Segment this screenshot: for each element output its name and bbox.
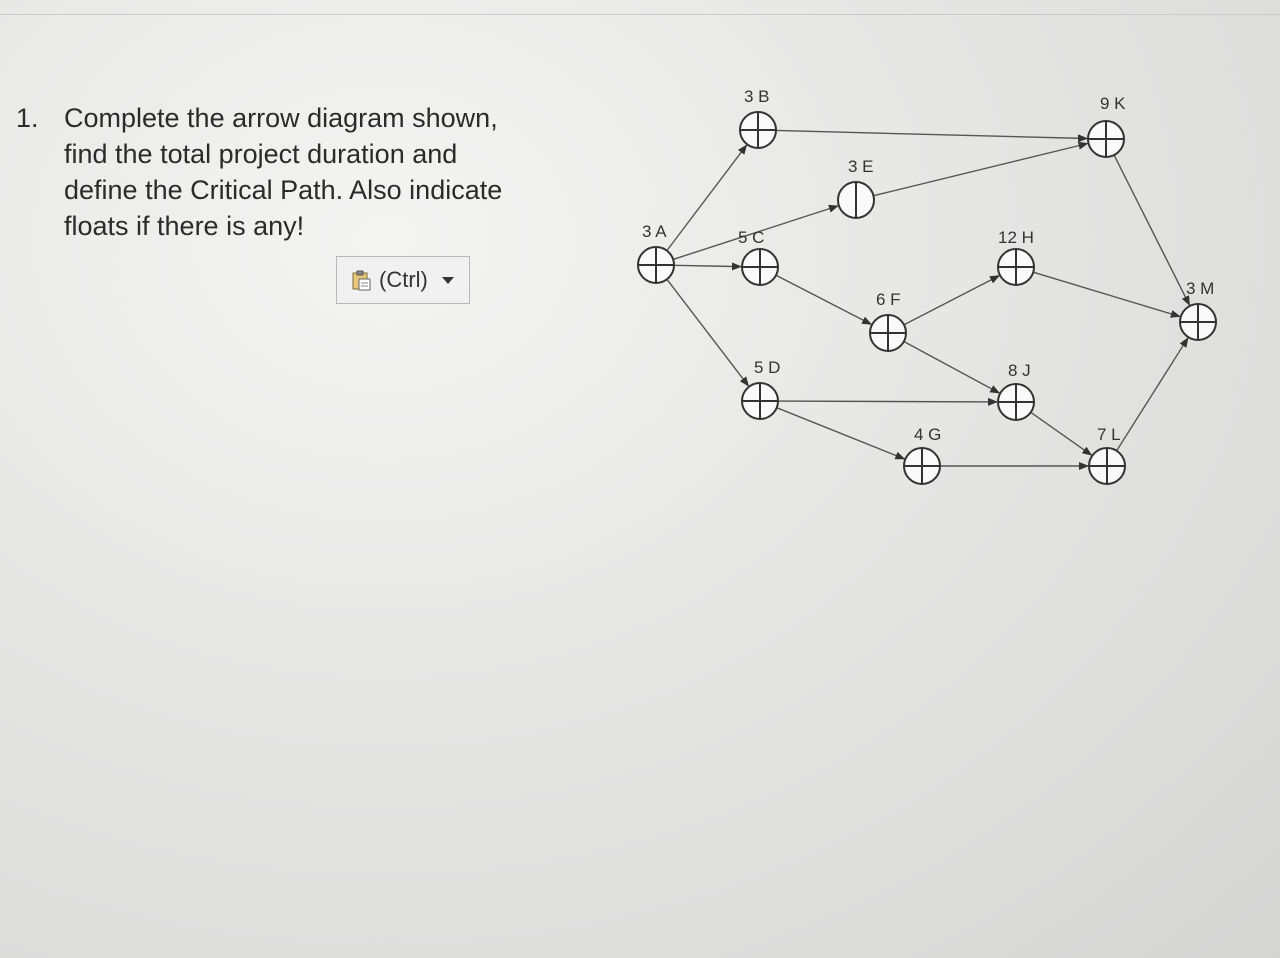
node-F (869, 314, 907, 352)
question-number: 1. (16, 103, 39, 133)
question-line: floats if there is any! (64, 211, 305, 241)
question-line: Complete the arrow diagram shown, (64, 103, 498, 133)
node-J (997, 383, 1035, 421)
node-M (1179, 303, 1217, 341)
node-B (739, 111, 777, 149)
edge-A-E (672, 204, 839, 261)
node-D-label: 5 D (754, 358, 780, 377)
node-K (1087, 120, 1125, 158)
node-D (741, 382, 779, 420)
edge-B-K (775, 129, 1089, 143)
paste-options-label: (Ctrl) (379, 267, 428, 292)
node-L (1088, 447, 1126, 485)
node-F-label: 6 F (876, 290, 901, 309)
node-H-label: 12 H (998, 228, 1034, 247)
question-text: Complete the arrow diagram shown, find t… (64, 100, 584, 244)
question-line: define the Critical Path. Also indicate (64, 175, 503, 205)
edge-D-G (776, 407, 906, 460)
node-G (903, 447, 941, 485)
node-E-label: 3 E (848, 157, 874, 176)
paste-options-button[interactable]: (Ctrl) (336, 256, 470, 304)
edge-F-H (903, 275, 1001, 326)
node-B-label: 3 B (744, 87, 770, 106)
node-C-label: 5 C (738, 228, 764, 247)
question-line: find the total project duration and (64, 139, 458, 169)
node-A-label: 3 A (642, 222, 667, 241)
node-H (997, 248, 1035, 286)
edge-A-B (666, 144, 748, 252)
node-G-label: 4 G (914, 425, 941, 444)
edge-K-M (1113, 154, 1191, 306)
clipboard-icon (352, 270, 371, 291)
edge-L-M (1116, 337, 1189, 452)
edge-D-J (777, 397, 999, 406)
node-C (741, 248, 779, 286)
node-M-label: 3 M (1186, 279, 1214, 298)
node-K-label: 9 K (1100, 94, 1126, 113)
node-E (837, 181, 875, 219)
edge-F-J (903, 340, 1001, 394)
edge-E-K (873, 141, 1089, 197)
top-divider (0, 14, 1280, 15)
node-L-label: 7 L (1097, 425, 1121, 444)
edge-A-C (673, 262, 743, 271)
node-A (637, 246, 675, 284)
node-J-label: 8 J (1008, 361, 1031, 380)
edge-C-F (775, 274, 873, 325)
edge-H-M (1033, 271, 1181, 318)
edge-A-D (666, 278, 750, 387)
edge-J-L (1030, 411, 1093, 456)
chevron-down-icon (441, 276, 454, 284)
